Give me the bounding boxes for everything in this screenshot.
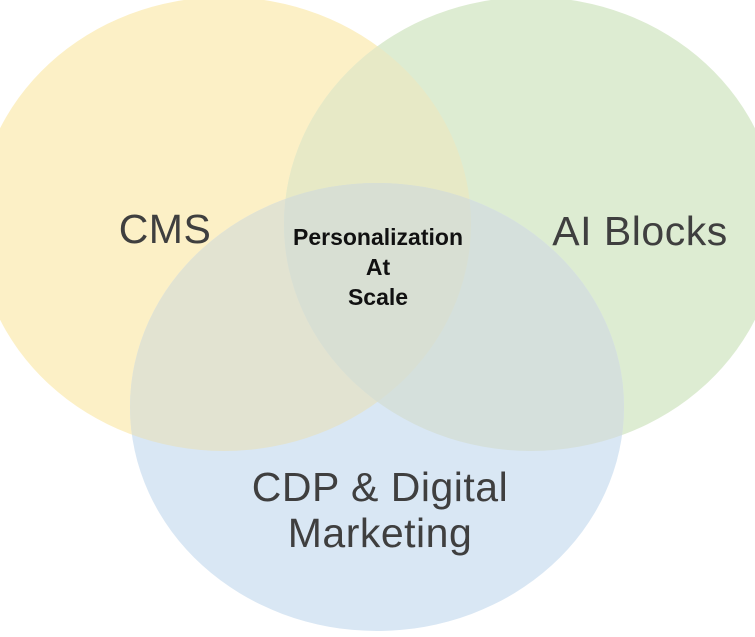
label-center-line-3: Scale [347, 284, 409, 310]
label-center-line-2: At [365, 254, 391, 280]
label-cdp-line-1: CDP & Digital [251, 464, 509, 510]
label-cdp-digital-marketing: CDP & Digital Marketing [252, 464, 508, 556]
label-cms: CMS [118, 206, 212, 252]
label-cdp-line-2: Marketing [287, 510, 473, 556]
label-center: Personalization At Scale [293, 222, 463, 312]
label-ai-blocks: AI Blocks [552, 208, 728, 254]
label-center-line-1: Personalization [293, 224, 463, 250]
